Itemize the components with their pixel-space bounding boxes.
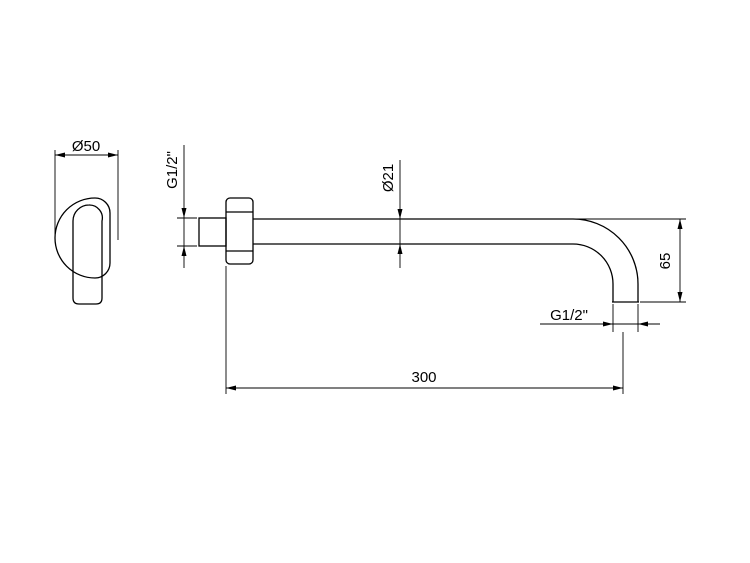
inlet-thread-label: G1/2" xyxy=(164,151,181,189)
arm-length-label: 300 xyxy=(411,369,436,386)
drop-height-dimension: 65 xyxy=(575,218,686,303)
inlet-stub xyxy=(198,217,227,247)
inlet-thread-dimension: G1/2" xyxy=(164,145,197,268)
flange-side-view xyxy=(54,197,111,305)
outlet-thread-label: G1/2" xyxy=(550,307,588,324)
wall-flange xyxy=(225,197,254,265)
arm-diameter-dimension: Ø21 xyxy=(380,160,403,268)
drop-height-label: 65 xyxy=(657,253,674,270)
flange-diameter-label: Ø50 xyxy=(72,138,100,155)
arm-tube xyxy=(253,218,639,302)
arm-diameter-label: Ø21 xyxy=(380,164,397,192)
flange-diameter-dimension: Ø50 xyxy=(54,138,119,240)
outlet-thread-dimension: G1/2" xyxy=(540,304,660,332)
shower-arm-front-view xyxy=(198,197,639,303)
arm-length-dimension: 300 xyxy=(225,266,624,394)
